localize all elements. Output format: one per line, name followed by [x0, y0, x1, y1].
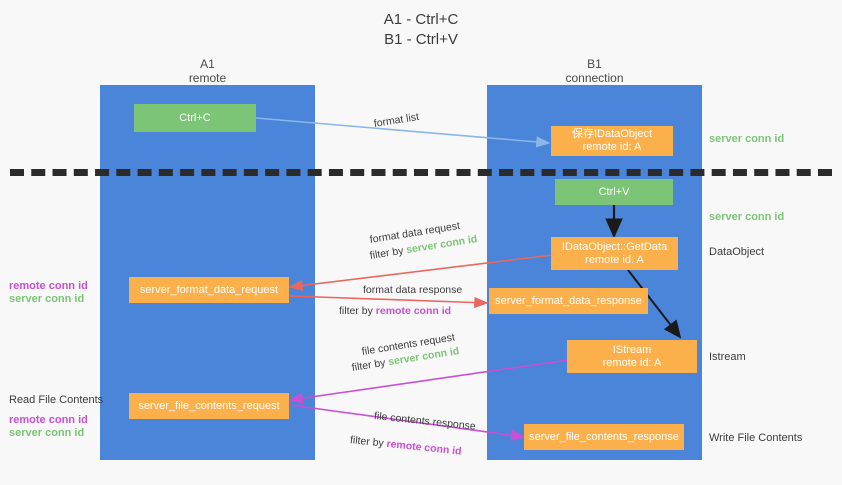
edge-label-format-data-response-filter: filter by remote conn id	[339, 305, 451, 318]
node-save-idataobject[interactable]: 保存IDataObject remote id: A	[551, 126, 673, 156]
column-header-b1: B1 connection	[565, 57, 624, 85]
node-idataobject-getdata[interactable]: IDataObject::GetData remote id: A	[551, 237, 678, 270]
filter-prefix: filter by	[349, 434, 388, 450]
filter-value: remote conn id	[375, 305, 452, 317]
node-server-format-data-response[interactable]: server_format_data_response	[489, 288, 648, 314]
node-server-file-contents-response[interactable]: server_file_contents_response	[524, 424, 684, 450]
node-ctrl-c[interactable]: Ctrl+C	[134, 104, 256, 132]
filter-prefix: filter by	[368, 244, 408, 262]
filter-prefix: filter by	[339, 305, 376, 317]
annotation-server-conn-id-top: server conn id	[709, 133, 785, 145]
annotation-write-file-contents: Write File Contents	[709, 432, 803, 444]
column-header-a1: A1 remote	[188, 57, 227, 85]
annotation-server-conn-id-second: server conn id	[709, 211, 785, 223]
edge-label-file-contents-response-filter: filter by remote conn id	[349, 434, 462, 459]
node-ctrl-v[interactable]: Ctrl+V	[555, 179, 673, 205]
filter-value: remote conn id	[385, 437, 463, 458]
node-server-format-data-request[interactable]: server_format_data_request	[129, 277, 289, 303]
phase-divider	[10, 169, 832, 176]
node-server-file-contents-request[interactable]: server_file_contents_request	[129, 393, 289, 419]
annotation-format-remote-conn-id: remote conn id	[9, 280, 88, 292]
page-title: A1 - Ctrl+C B1 - Ctrl+V	[383, 11, 459, 48]
annotation-format-server-conn-id: server conn id	[9, 293, 85, 305]
annotation-file-server-conn-id: server conn id	[9, 427, 85, 439]
filter-prefix: filter by	[350, 356, 390, 374]
edge-format-data-response	[289, 295, 489, 309]
annotation-file-remote-conn-id: remote conn id	[9, 414, 88, 426]
edge-label-format-list: format list	[372, 110, 420, 130]
edge-label-format-data-response: format data response	[363, 284, 463, 296]
annotation-dataobject: DataObject	[709, 246, 765, 258]
annotation-read-file-contents: Read File Contents	[9, 394, 104, 406]
node-istream[interactable]: IStream remote id: A	[567, 340, 697, 373]
edge-label-file-contents-response: file contents response	[373, 410, 477, 433]
annotation-istream: Istream	[709, 351, 746, 363]
